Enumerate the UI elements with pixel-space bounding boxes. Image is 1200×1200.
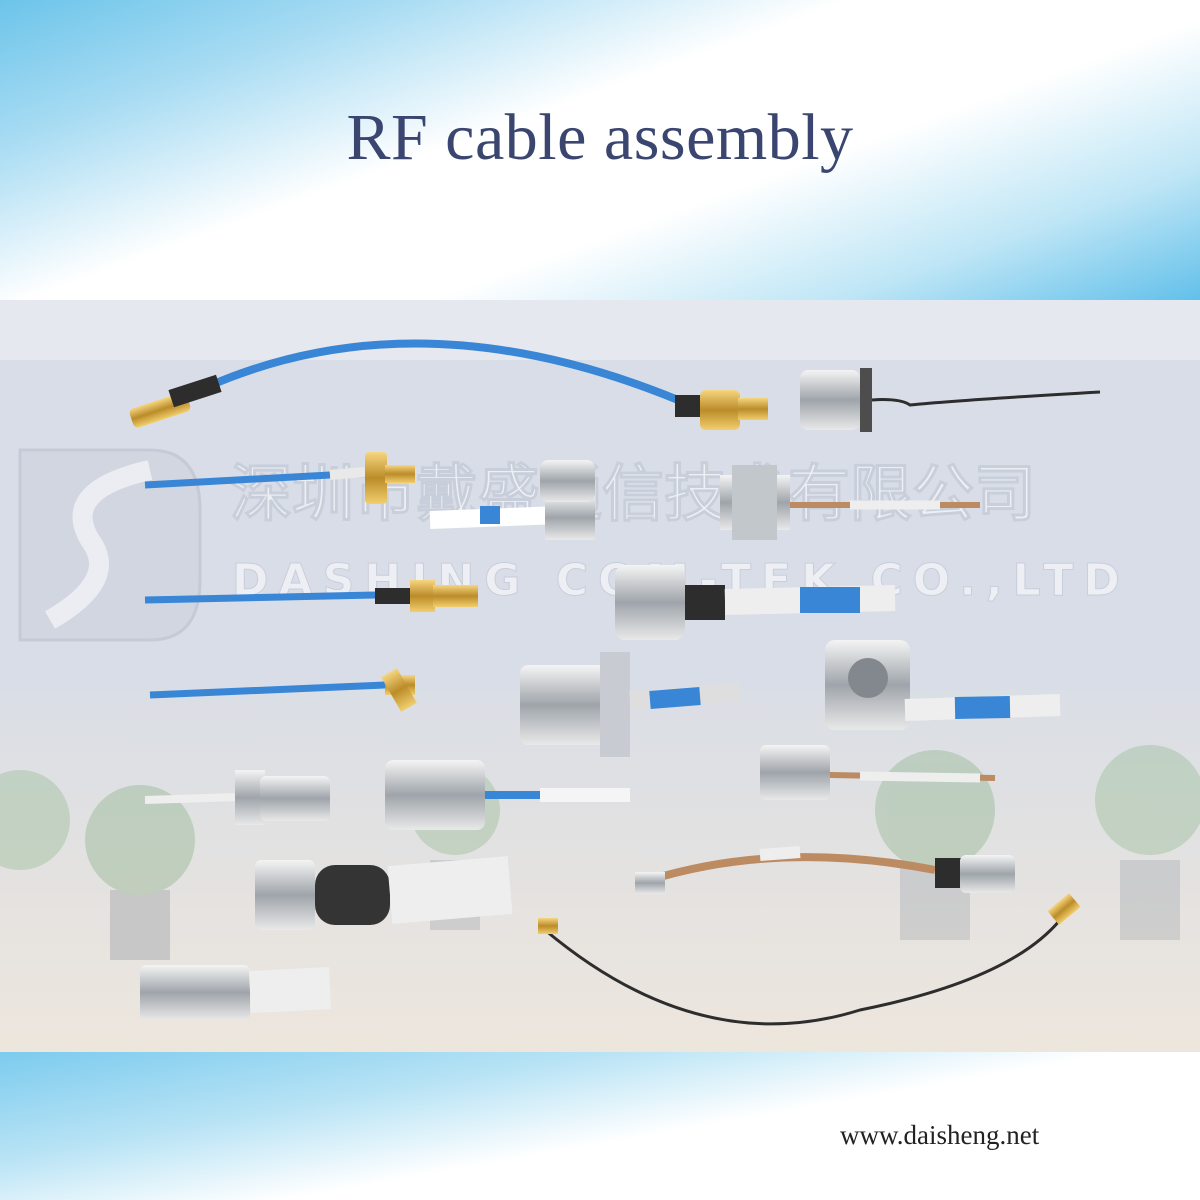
cable-din-716	[615, 565, 896, 640]
cable-4310-right-angle	[429, 460, 595, 540]
wall-sign-chinese: 深圳市戴盛通信技术有限公司	[230, 457, 1036, 530]
product-photo: 深圳市戴盛通信技术有限公司 DASHING COM-TEK CO.,LTD	[0, 300, 1200, 1052]
top-banner	[0, 0, 1200, 300]
cable-sma-bulkhead	[144, 580, 478, 612]
cable-sma-right-angle	[149, 668, 417, 712]
page-title: RF cable assembly	[346, 101, 854, 174]
cable-mmcx-sma	[129, 339, 768, 430]
company-logo	[18, 448, 202, 642]
cable-n-large	[255, 856, 513, 930]
cable-din-flange	[520, 652, 741, 757]
cable-n-male	[140, 965, 332, 1020]
cable-sma-pigtail	[538, 893, 1081, 1026]
cable-n-bulkhead-left	[144, 770, 330, 825]
cable-uhf-bulkhead	[760, 745, 996, 800]
cable-4310-bulkhead	[385, 760, 630, 830]
cable-uhf-ufl	[800, 368, 1101, 432]
cable-n-flange	[720, 465, 980, 540]
cable-sma-flange	[144, 452, 415, 504]
cable-bnc-rg	[635, 846, 1015, 894]
bottom-banner	[0, 1052, 1200, 1200]
website-url[interactable]: www.daisheng.net	[840, 1120, 1040, 1150]
cable-din-male-right-angle	[825, 640, 1061, 730]
